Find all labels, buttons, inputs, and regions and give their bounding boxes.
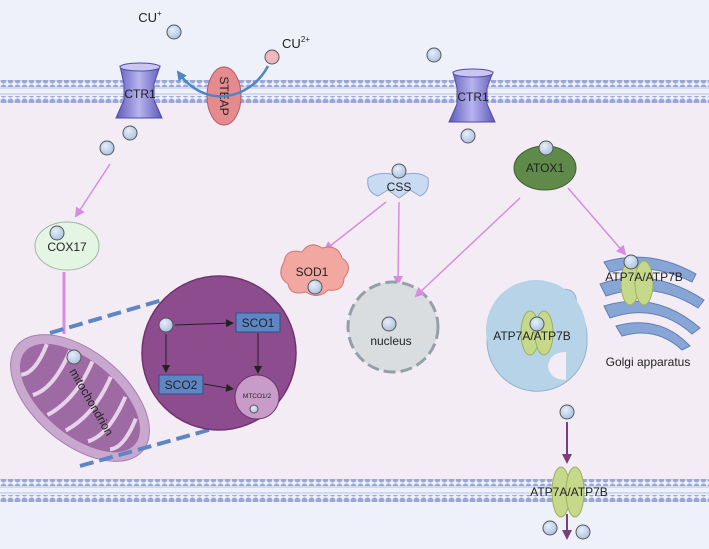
- css-chaperone: CSS: [367, 163, 429, 199]
- copper-ion: [307, 279, 323, 295]
- arrow-cu-to-sco1: [174, 319, 234, 328]
- ctr1-left-transporter: CTR1: [115, 62, 163, 119]
- golgi-label: Golgi apparatus: [606, 355, 691, 369]
- copper-ion: [166, 24, 182, 40]
- mitochondrion: mitochondrion: [10, 334, 150, 462]
- sco1-label: SCO1: [242, 316, 275, 330]
- copper-ion: [49, 225, 65, 241]
- bottom-membrane: [0, 479, 709, 502]
- atp7-golgi-label: ATP7A/ATP7B: [605, 270, 683, 284]
- ctr1-right-label: CTR1: [457, 90, 489, 104]
- cox17-protein: COX17: [34, 221, 100, 271]
- arrow-css-to-nucleus: [393, 201, 404, 286]
- atp7-bottom-label: ATP7A/ATP7B: [530, 485, 608, 499]
- arrow-css-to-sod1: [323, 201, 387, 252]
- copper-ion: [122, 125, 138, 141]
- mtco-label: MTCO1/2: [243, 393, 272, 400]
- nucleus: nucleus: [346, 280, 440, 374]
- golgi-apparatus: ATP7A/ATP7B Golgi apparatus: [599, 254, 705, 369]
- copper-ion: [559, 404, 575, 420]
- copper-ion: [99, 140, 115, 156]
- arrow-ctr1-to-cox17: [74, 163, 111, 218]
- cu2-ion: [264, 49, 280, 65]
- cu-2plus-label: CU2+: [282, 35, 310, 51]
- arrow-sco2-to-mtco: [203, 383, 234, 392]
- atox1-chaperone: ATOX1: [513, 140, 577, 191]
- secretory-vesicle: ATP7A/ATP7B: [486, 280, 588, 392]
- sod1-enzyme: SOD1: [280, 244, 349, 296]
- nucleus-label: nucleus: [370, 334, 411, 348]
- sod1-label: SOD1: [296, 265, 329, 279]
- copper-ion: [381, 316, 397, 332]
- css-label: CSS: [387, 180, 412, 194]
- copper-ion: [538, 140, 554, 156]
- copper-ion: [426, 47, 442, 63]
- copper-ion: [158, 317, 174, 333]
- copper-ion: [542, 520, 558, 536]
- atp7-vesicle-label: ATP7A/ATP7B: [493, 329, 571, 343]
- ctr1-right-transporter: CTR1: [448, 68, 496, 123]
- atp7-membrane-transporter: ATP7A/ATP7B: [530, 466, 608, 518]
- top-membrane: [0, 80, 709, 103]
- copper-ion: [391, 163, 407, 179]
- copper-ion: [529, 316, 545, 332]
- arrow-atox1-to-golgi: [567, 187, 627, 256]
- mitochondrion-zoom: SCO1 SCO2 MTCO1/2: [141, 275, 297, 431]
- ctr1-left-label: CTR1: [124, 87, 156, 101]
- cox17-label: COX17: [47, 240, 87, 254]
- sco2-box: [158, 374, 204, 395]
- copper-ion: [66, 349, 82, 365]
- copper-ion: [623, 254, 639, 270]
- zoom-line-top: [49, 294, 177, 335]
- copper-ion: [460, 128, 476, 144]
- sco1-box: [235, 312, 281, 333]
- reduction-arrow: [176, 65, 270, 98]
- atox1-label: ATOX1: [526, 161, 565, 175]
- atp7-golgi-transporter: [620, 260, 654, 306]
- zoom-line-bottom: [79, 422, 231, 468]
- arrow-atox1-to-nucleus: [414, 197, 521, 298]
- cu-plus-label: CU+: [138, 9, 162, 25]
- copper-ion: [575, 524, 591, 540]
- copper-ion: [249, 404, 259, 414]
- sco2-label: SCO2: [165, 378, 198, 392]
- mtco-complex: [234, 374, 280, 420]
